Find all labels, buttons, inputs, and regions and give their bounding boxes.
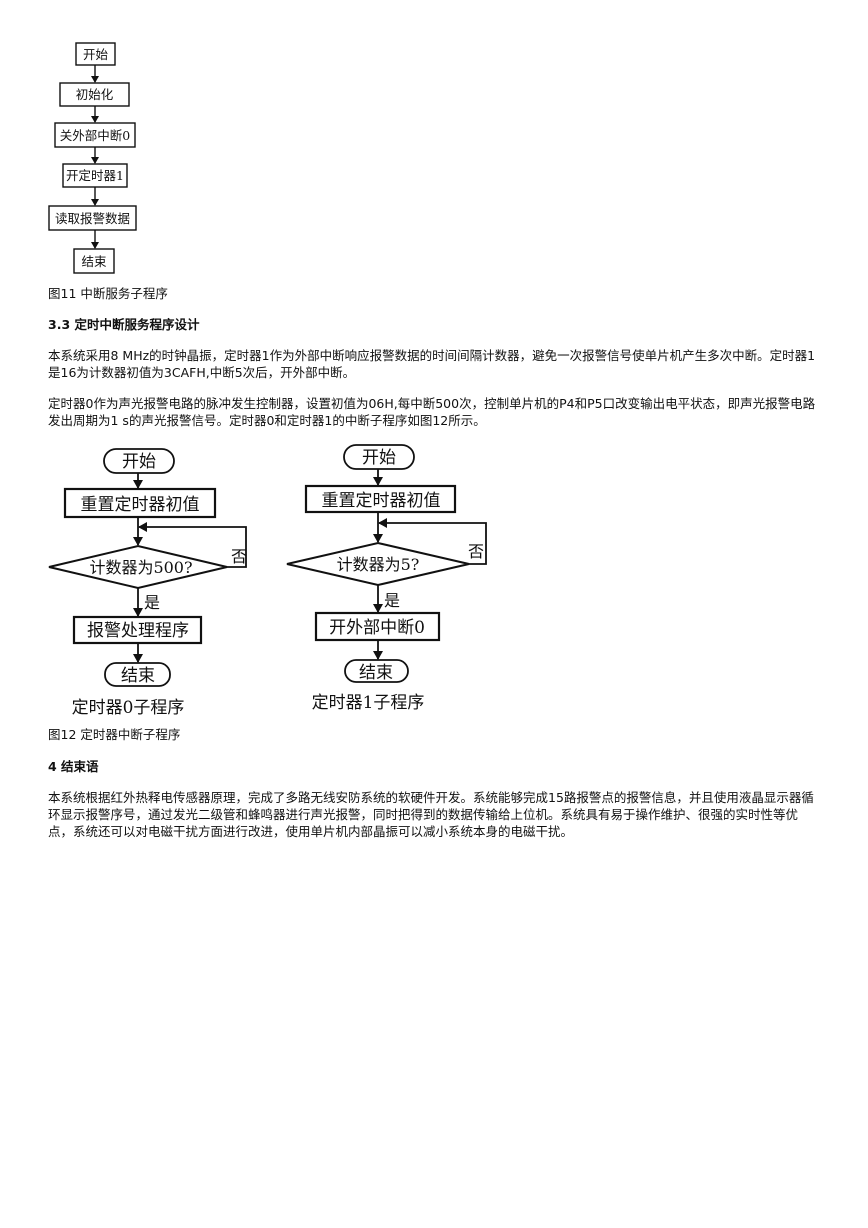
fig11-node-read-box bbox=[48, 205, 137, 231]
fig12-left-reset: 重置定时器初值 bbox=[81, 495, 200, 515]
fig12-right-decision: 计数器为5? bbox=[337, 555, 420, 574]
fig11-node-read: 读取报警数据 bbox=[55, 211, 130, 226]
fig12-left-loop-line bbox=[138, 522, 247, 568]
section-4-heading: 4 结束语 bbox=[48, 759, 99, 774]
fig11-node-disable-int: 关外部中断0 bbox=[60, 128, 131, 143]
fig12-left-start: 开始 bbox=[122, 452, 156, 472]
fig12-left-decision: 计数器为500? bbox=[89, 558, 192, 577]
fig11-node-start: 开始 bbox=[83, 47, 109, 62]
fig11-node-end: 结束 bbox=[81, 254, 107, 269]
section-4-paragraph: 本系统根据红外热释电传感器原理，完成了多路无线安防系统的软硬件开发。系统能够完成… bbox=[48, 790, 814, 839]
fig12-left-start-box bbox=[103, 448, 175, 474]
fig12-left-yes-label: 是 bbox=[144, 593, 160, 612]
fig12-right-end-box bbox=[344, 659, 409, 683]
fig12-left-no-label: 否 bbox=[231, 547, 247, 566]
fig12-right-yes-label: 是 bbox=[384, 591, 400, 610]
fig12-right-process: 开外部中断0 bbox=[329, 618, 425, 638]
figure-12-flowcharts: 开始 重置定时器初值 计数器为500? 否 是 报警处理程序 结束 定时器0子程… bbox=[48, 444, 487, 718]
fig12-right-no-label: 否 bbox=[468, 542, 484, 561]
fig12-left-end: 结束 bbox=[121, 666, 155, 686]
fig12-left-label: 定时器0子程序 bbox=[72, 698, 185, 718]
fig11-node-timer: 开定时器1 bbox=[66, 168, 124, 183]
fig11-node-end-box bbox=[73, 248, 115, 274]
fig12-caption: 图12 定时器中断子程序 bbox=[48, 727, 181, 742]
fig12-left-reset-box bbox=[63, 487, 217, 519]
fig12-right-loop-line bbox=[378, 518, 487, 565]
fig12-right-end: 结束 bbox=[359, 663, 393, 683]
fig11-caption: 图11 中断服务子程序 bbox=[48, 286, 168, 301]
fig12-right-start-box bbox=[343, 444, 415, 470]
fig12-left-process: 报警处理程序 bbox=[87, 621, 189, 641]
fig11-node-init: 初始化 bbox=[76, 87, 114, 102]
fig12-right-label: 定时器1子程序 bbox=[312, 693, 425, 713]
fig12-right-start: 开始 bbox=[362, 448, 396, 468]
figure-11-flowchart: 开始 初始化 关外部中断0 开定时器1 读取报警数据 结束 bbox=[48, 42, 137, 274]
fig12-right-reset: 重置定时器初值 bbox=[322, 491, 441, 511]
fig12-left-end-box bbox=[104, 662, 171, 687]
section-3-3-paragraph-1: 本系统采用8 MHz的时钟晶振，定时器1作为外部中断响应报警数据的时间间隔计数器… bbox=[48, 348, 816, 380]
section-3-3-heading: 3.3 定时中断服务程序设计 bbox=[48, 317, 200, 332]
section-3-3-paragraph-2: 定时器0作为声光报警电路的脉冲发生控制器，设置初值为06H,每中断500次，控制… bbox=[48, 396, 816, 428]
fig12-right-reset-box bbox=[304, 484, 457, 514]
